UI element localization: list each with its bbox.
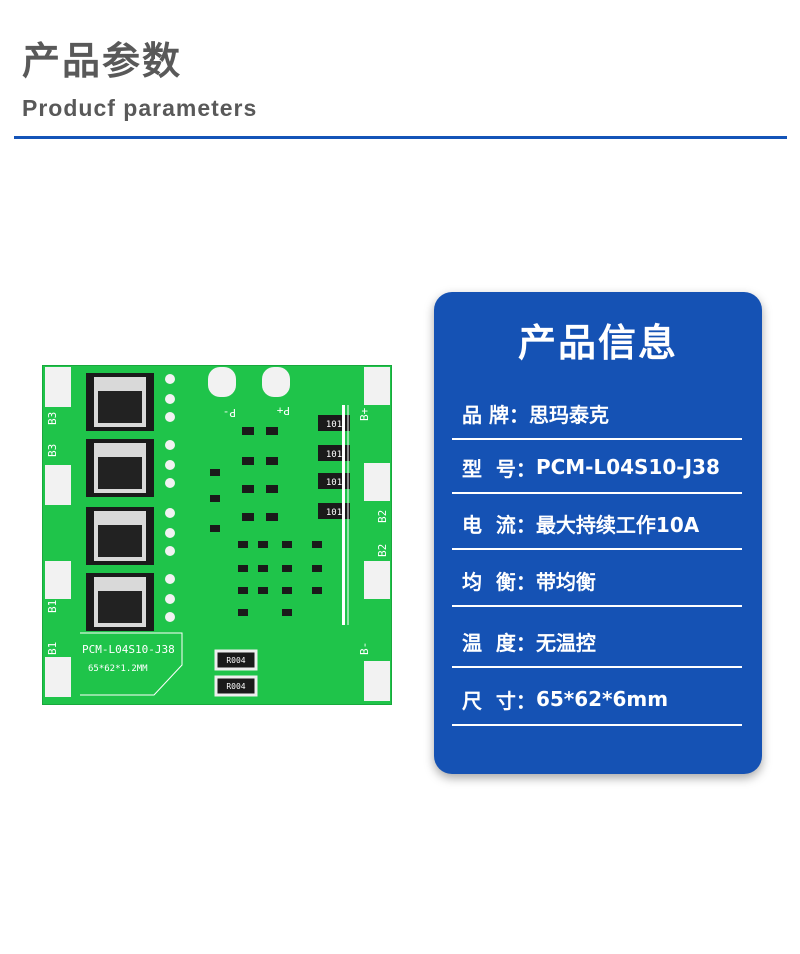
pad-label: B1: [46, 600, 59, 613]
board-model-text: PCM-L04S10-J38: [82, 643, 175, 656]
spec-value: 思玛泰克: [528, 402, 609, 427]
header-divider: [14, 136, 787, 139]
spec-value: 无温控: [535, 630, 596, 655]
spec-row-temperature: 温 度： 无温控: [452, 616, 742, 668]
spec-row-size: 尺 寸： 65*62*6mm: [452, 674, 742, 726]
spec-row-balance: 均 衡： 带均衡: [452, 555, 742, 607]
spec-row-current: 电 流： 最大持续工作10A: [452, 498, 742, 550]
resistor-label: 101: [326, 450, 342, 460]
spec-value: 最大持续工作10A: [535, 512, 700, 537]
pad-label: B1: [46, 642, 59, 655]
spec-key: 品 牌：: [462, 402, 529, 427]
board-size-text: 65*62*1.2MM: [88, 664, 148, 674]
pad-label: P+: [276, 404, 290, 417]
spec-value: 65*62*6mm: [535, 687, 669, 711]
pad-label: B3: [46, 444, 59, 457]
product-info-title: 产品信息: [517, 321, 678, 365]
spec-row-model: 型 号： PCM-L04S10-J38: [452, 442, 742, 494]
page-title-en: Producf parameters: [22, 95, 258, 121]
pad-label: B2: [376, 510, 389, 523]
shunt-label: R004: [226, 682, 245, 691]
resistor-label: 101: [326, 508, 342, 518]
page-title-cn: 产品参数: [22, 39, 183, 83]
pcb-board-image: 101 101 101 101 R004 R004 B3 B3 B1 B1: [42, 365, 392, 705]
resistor-label: 101: [326, 478, 342, 488]
spec-row-brand: 品 牌： 思玛泰克: [452, 388, 742, 440]
spec-key: 型 号：: [462, 456, 536, 481]
pad-label: B+: [358, 407, 371, 421]
spec-value: 带均衡: [535, 569, 596, 594]
spec-value: PCM-L04S10-J38: [535, 455, 720, 479]
product-info-card: [434, 292, 762, 774]
spec-key: 尺 寸：: [462, 688, 536, 713]
pad-label: B-: [358, 642, 371, 655]
spec-key: 均 衡：: [462, 569, 536, 594]
pad-label: B3: [46, 412, 59, 425]
pad-label: P-: [223, 406, 236, 419]
shunt-label: R004: [226, 656, 245, 665]
resistor-label: 101: [326, 420, 342, 430]
pad-label: B2: [376, 544, 389, 557]
spec-key: 温 度：: [462, 630, 536, 655]
spec-key: 电 流：: [462, 512, 536, 537]
